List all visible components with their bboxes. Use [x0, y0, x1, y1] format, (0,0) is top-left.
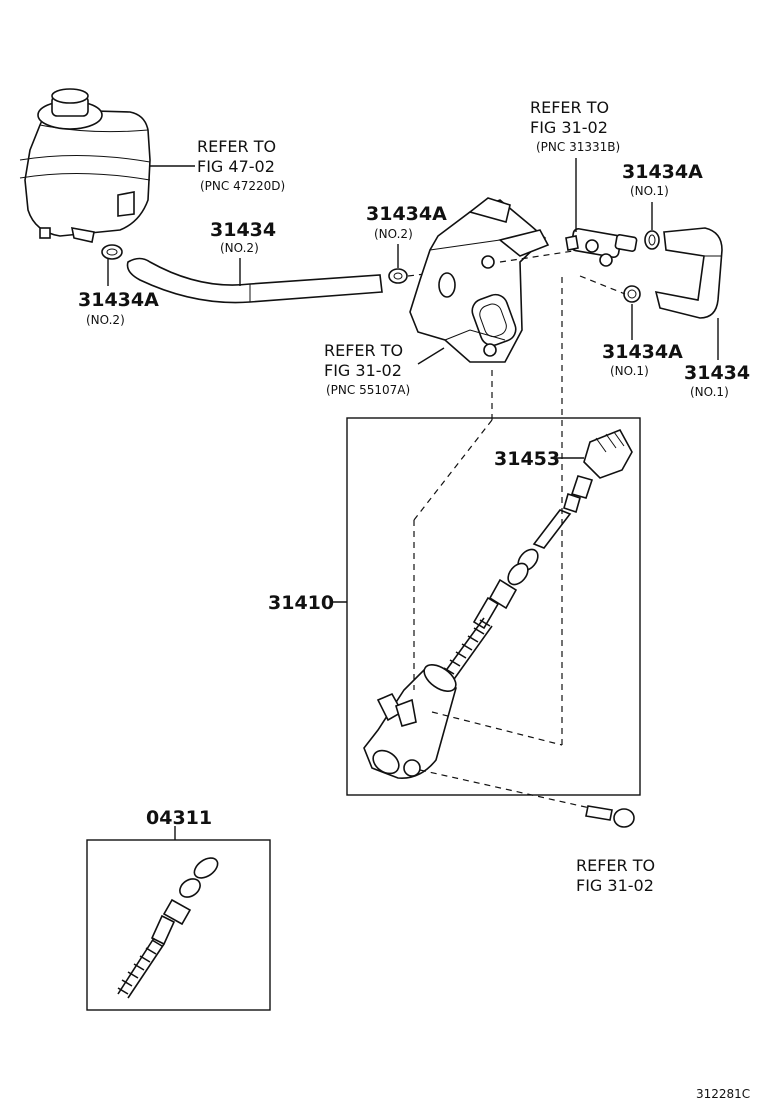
hose-31434-no2	[126, 257, 383, 304]
reservoir-ref-line1: REFER TO	[197, 137, 276, 156]
bracket-ref-line3: (PNC 55107A)	[326, 383, 410, 397]
part-31434-left: 31434	[210, 219, 276, 241]
part-31434-left-no: (NO.2)	[220, 241, 259, 255]
piston-spring	[441, 578, 518, 683]
ring-seals	[507, 548, 539, 586]
cylinder-body	[363, 664, 457, 779]
hose-fitting-top	[565, 227, 638, 267]
reservoir-ref-line2: FIG 47-02	[197, 157, 275, 176]
bolt-ref-line2: FIG 31-02	[576, 876, 654, 895]
part-31410: 31410	[268, 592, 334, 614]
repair-kit-parts	[117, 857, 219, 999]
part-04311: 04311	[146, 807, 212, 829]
part-31434a-top: 31434A	[622, 161, 703, 183]
top-ref-line2: FIG 31-02	[530, 118, 608, 137]
part-31434a-mid-no: (NO.2)	[374, 227, 413, 241]
clamp-31434a-mid	[388, 268, 408, 284]
part-31434a-top-no: (NO.1)	[630, 184, 669, 198]
bolt	[585, 805, 635, 828]
part-31434-right-no: (NO.1)	[690, 385, 729, 399]
part-31453: 31453	[494, 448, 560, 470]
reservoir-tank	[19, 88, 151, 243]
clamp-31434a-left	[101, 244, 123, 260]
master-cylinder-box	[346, 417, 641, 796]
clamp-31434a-top	[644, 230, 660, 250]
top-ref-line1: REFER TO	[530, 98, 609, 117]
reservoir-ref-line3: (PNC 47220D)	[200, 179, 285, 193]
figure-code: 312281C	[696, 1087, 750, 1101]
part-31434a-mid: 31434A	[366, 203, 447, 225]
part-31434-right: 31434	[684, 362, 750, 384]
part-31434a-left-no: (NO.2)	[86, 313, 125, 327]
part-31434a-right: 31434A	[602, 341, 683, 363]
repair-kit-box	[86, 839, 271, 1011]
bracket-ref-line1: REFER TO	[324, 341, 403, 360]
pedal-bracket	[409, 197, 550, 363]
bolt-ref-line1: REFER TO	[576, 856, 655, 875]
bracket-ref-line2: FIG 31-02	[324, 361, 402, 380]
connector-31453	[532, 428, 633, 549]
hose-31434-no1	[654, 227, 723, 319]
part-31434a-left: 31434A	[78, 289, 159, 311]
top-ref-line3: (PNC 31331B)	[536, 140, 620, 154]
clamp-31434a-right	[623, 285, 641, 303]
part-31434a-right-no: (NO.1)	[610, 364, 649, 378]
